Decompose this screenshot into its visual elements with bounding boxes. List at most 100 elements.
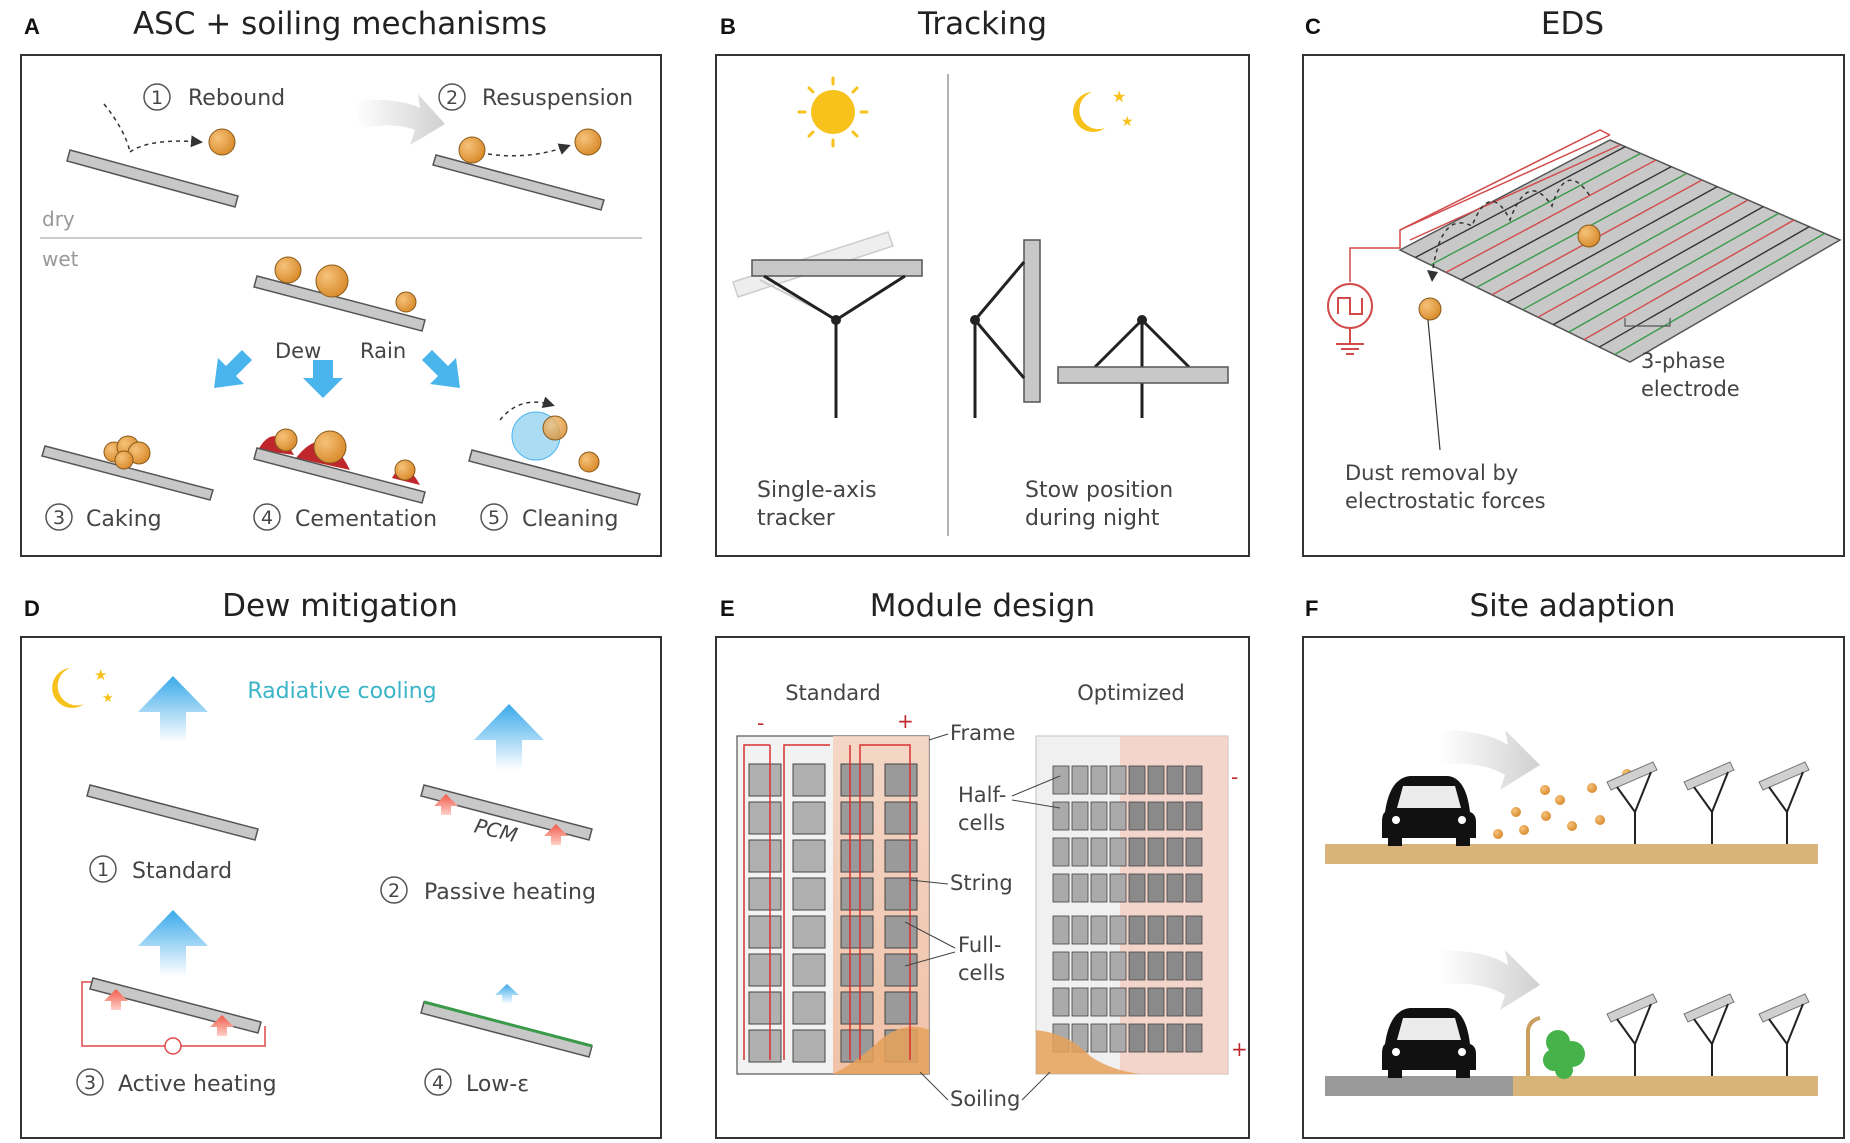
tracker-strut — [1768, 786, 1788, 813]
callout-line — [1021, 1071, 1051, 1101]
ground-sand — [1513, 1076, 1818, 1096]
panel-d-content: ★ ★ Radiative cooling 1 Standard PCM 2 P… — [52, 666, 596, 1097]
full-cell — [748, 877, 782, 911]
tracker-strut — [1711, 1003, 1729, 1045]
electrode-line — [1568, 212, 1780, 333]
full-cell — [748, 915, 782, 949]
half-cell — [1147, 765, 1165, 795]
feed-wire — [1349, 129, 1611, 282]
standard-full-cells — [748, 763, 918, 1063]
cooling-arrow — [138, 676, 208, 742]
electrode-line — [1461, 166, 1672, 281]
full-cell — [792, 763, 826, 797]
half-cell — [1166, 951, 1184, 981]
callout-line — [1011, 799, 1061, 809]
half-cell — [1166, 837, 1184, 867]
blue-arrow-down-right — [422, 350, 460, 388]
full-cell — [884, 763, 918, 797]
half-cell — [1185, 801, 1203, 831]
full-cell — [840, 877, 874, 911]
full-cell — [840, 801, 874, 835]
half-cell — [1052, 873, 1070, 903]
cooling-arrow-small — [495, 984, 519, 1004]
panel-title-e: Module design — [869, 588, 1096, 624]
mechanism-number: 5 — [488, 507, 500, 529]
half-cell — [1128, 801, 1146, 831]
road-paved — [1325, 1076, 1513, 1096]
strut — [1093, 318, 1144, 369]
pivot — [1137, 315, 1147, 325]
electrode-caption-1: 3-phase — [1641, 349, 1725, 373]
tracker-row-top — [1606, 761, 1810, 844]
half-cell — [1071, 801, 1089, 831]
tracker-panel — [1758, 993, 1810, 1023]
electrode-line — [1522, 192, 1734, 311]
heat-arrow — [210, 1015, 234, 1036]
tracker-strut — [1786, 771, 1804, 813]
panel-title-d: Dew mitigation — [222, 588, 458, 624]
panel-b-content: ★ ★ Single-axis — [732, 74, 1229, 536]
dust-particle — [1418, 297, 1442, 321]
plus-terminal: + — [1231, 1037, 1248, 1061]
half-cell — [1166, 873, 1184, 903]
half-cell — [1166, 801, 1184, 831]
full-cell — [792, 991, 826, 1025]
panel-f-content — [1325, 730, 1818, 1096]
wind-arrow — [1440, 950, 1540, 1010]
half-cell — [1166, 987, 1184, 1017]
electrode-line — [1537, 199, 1749, 318]
strut — [973, 261, 1026, 321]
mechanism-label: Cleaning — [522, 507, 618, 532]
electrode-line — [1552, 206, 1764, 326]
half-cell — [1109, 951, 1127, 981]
optimized-half-cells — [1052, 765, 1203, 1053]
transition-arrow — [355, 94, 445, 145]
electrode-line — [1415, 146, 1626, 259]
half-cell — [1109, 837, 1127, 867]
half-cell — [1128, 951, 1146, 981]
dust-particle — [274, 256, 302, 284]
stow-flat — [1057, 315, 1229, 418]
half-cell — [1052, 837, 1070, 867]
trajectory-in — [103, 103, 131, 153]
dust-trajectory — [1431, 179, 1591, 277]
solar-panel — [420, 1001, 593, 1058]
half-cell — [1185, 765, 1203, 795]
half-cell — [1052, 951, 1070, 981]
half-cell — [1185, 1023, 1203, 1053]
full-cell — [884, 915, 918, 949]
callout-line — [904, 921, 956, 949]
half-cell — [1090, 951, 1108, 981]
dust-particle — [458, 136, 486, 164]
solar-panel — [66, 149, 239, 208]
half-cell — [1147, 1023, 1165, 1053]
half-cell — [1128, 1023, 1146, 1053]
full-cell — [840, 839, 874, 873]
dust-particle — [574, 128, 602, 156]
half-cell — [1147, 837, 1165, 867]
full-cell — [748, 991, 782, 1025]
panel-a-content: 1 Rebound 2 Resuspension dry wet — [40, 83, 642, 532]
full-cell — [748, 801, 782, 835]
tracker-strut — [1711, 771, 1729, 813]
tracker-panel — [1606, 761, 1658, 791]
item-label: Passive heating — [424, 880, 596, 905]
number-circle — [143, 83, 171, 111]
callout-full-cells-2: cells — [958, 961, 1005, 985]
dry-label: dry — [42, 207, 75, 231]
mechanism-label: Cementation — [295, 507, 437, 532]
mechanism-number: 1 — [151, 87, 163, 109]
panel-label-a: A — [24, 14, 40, 39]
feed-wire — [1409, 144, 1621, 241]
callout-line — [1427, 319, 1441, 451]
callout-line — [919, 1071, 949, 1101]
dust-particle — [315, 264, 349, 298]
half-cell — [1185, 951, 1203, 981]
half-cell — [1185, 915, 1203, 945]
ac-source-icon — [1327, 283, 1373, 355]
bush-icon — [1543, 1030, 1585, 1079]
tracker-strut — [1616, 1018, 1636, 1045]
half-cell — [1090, 915, 1108, 945]
half-cell — [1090, 801, 1108, 831]
